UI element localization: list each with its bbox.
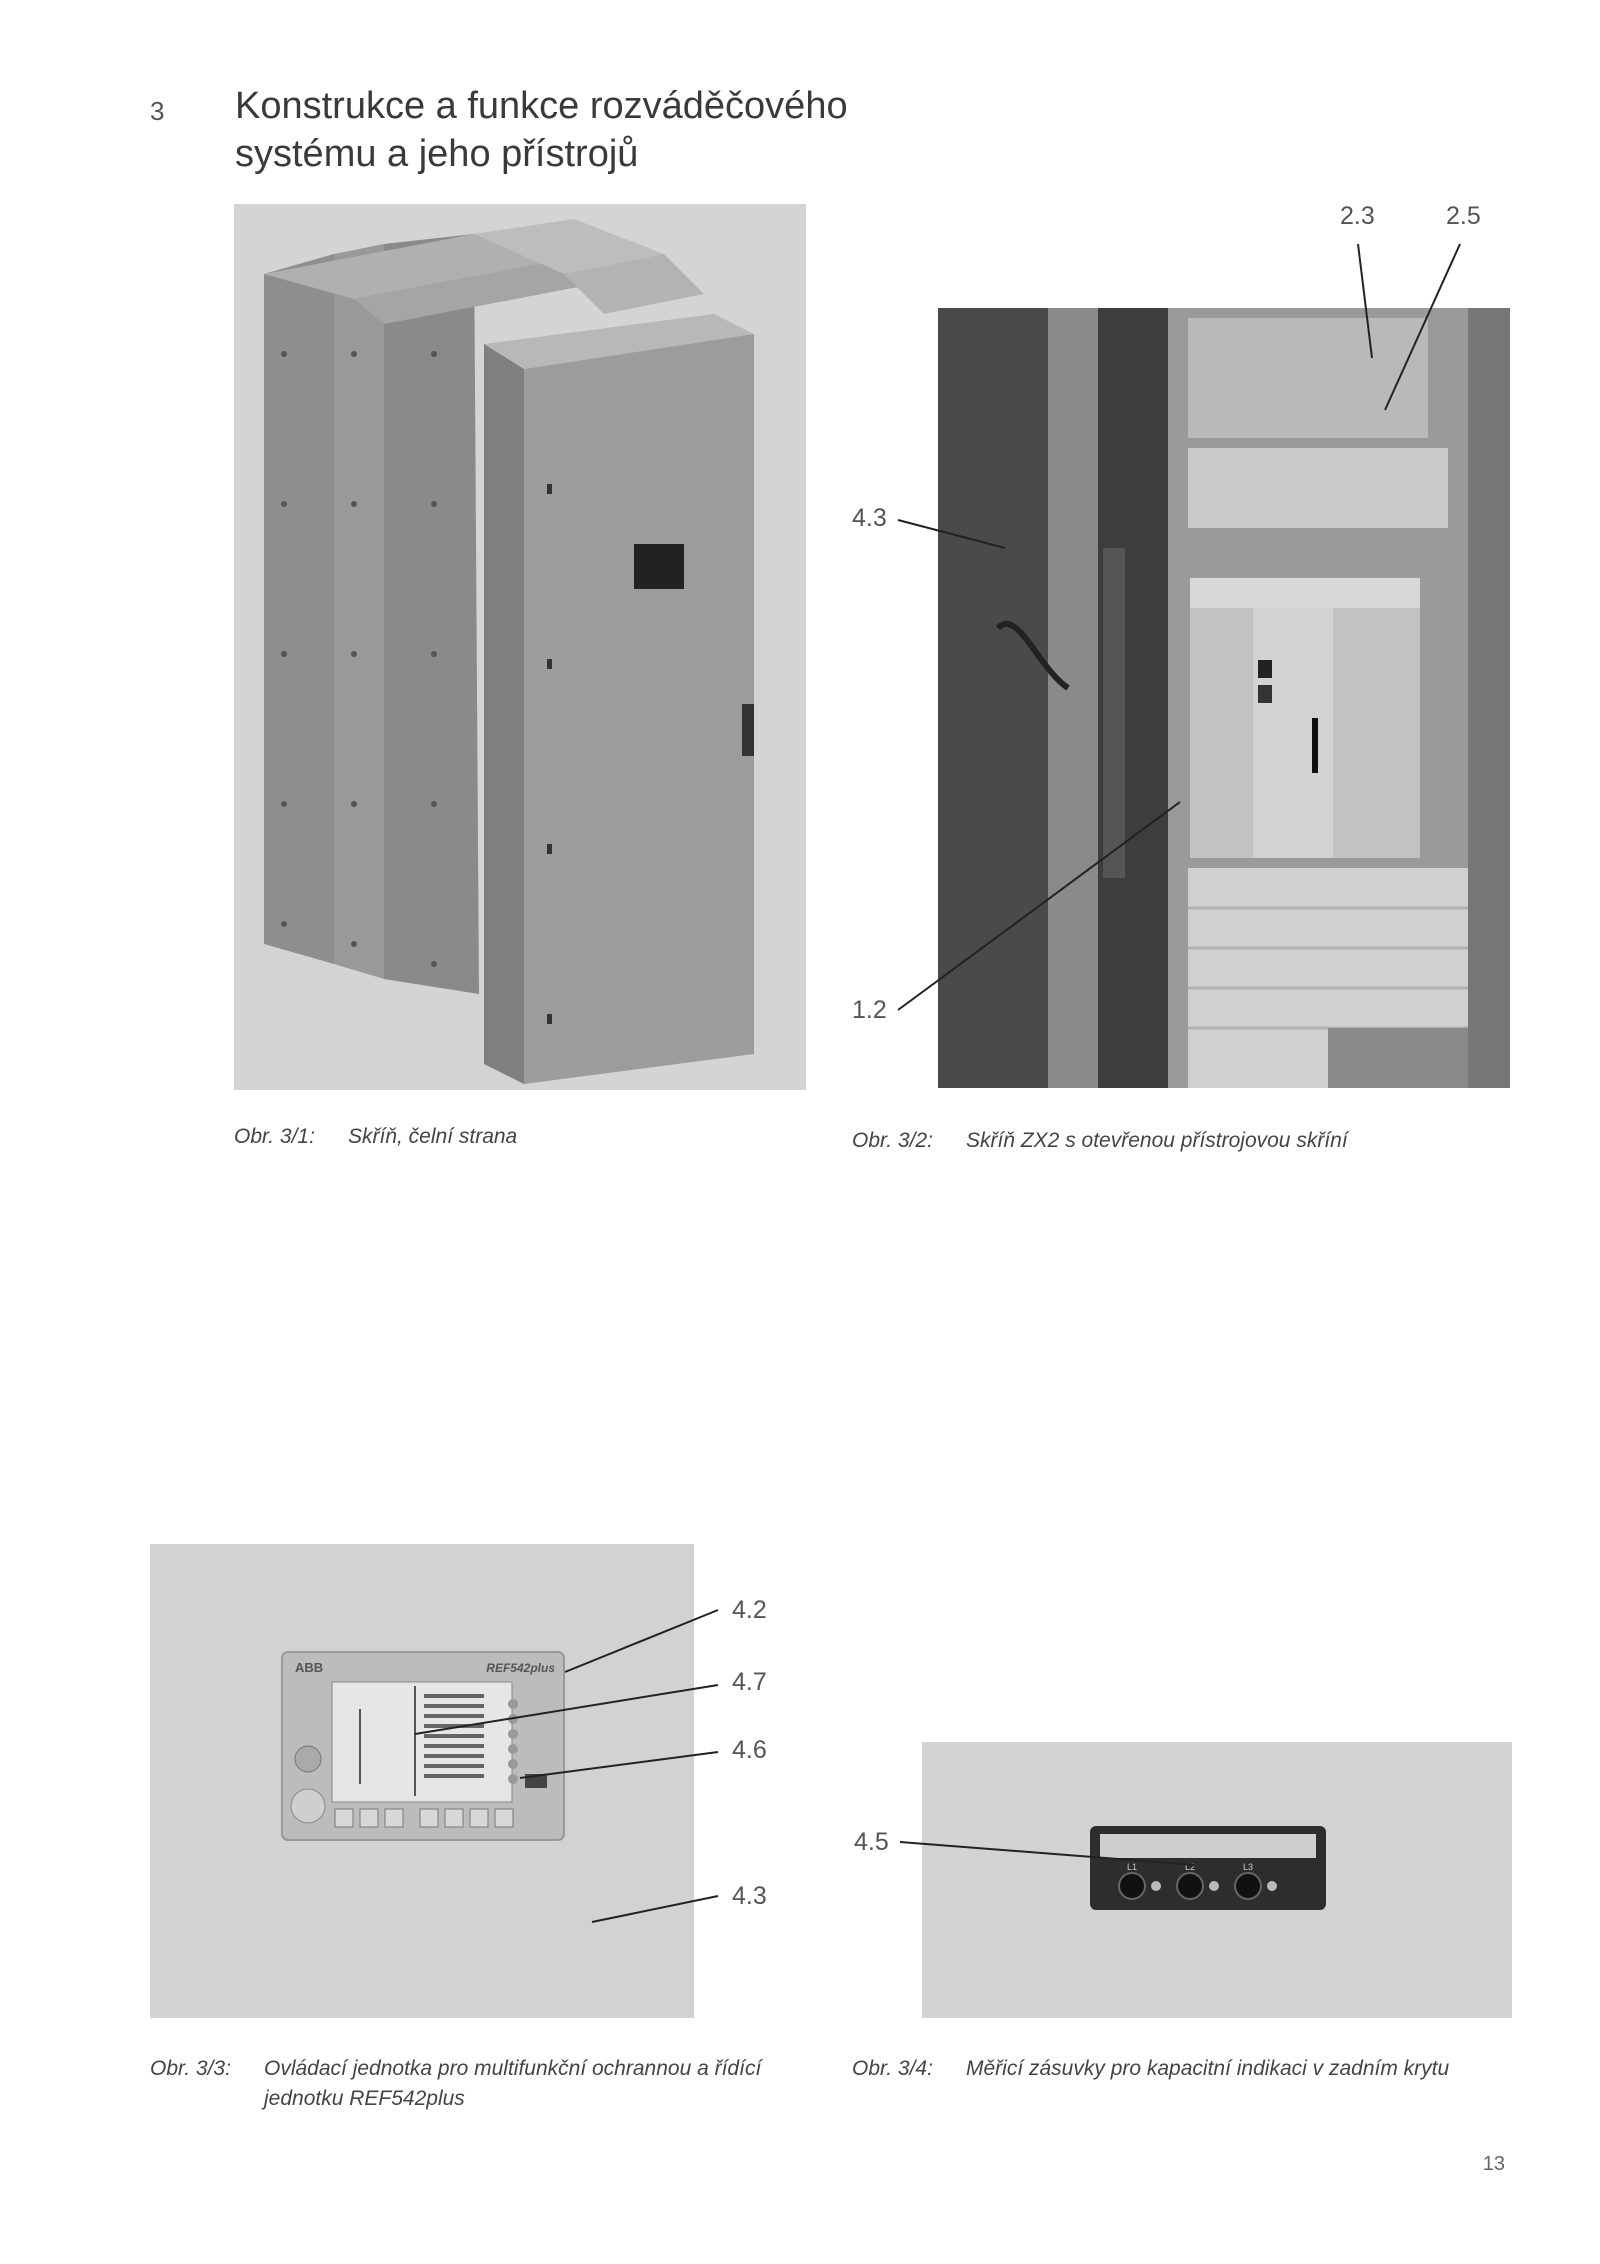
page-title-line-1: Konstrukce a funkce rozváděčového — [235, 85, 848, 127]
section-number: 3 — [150, 96, 165, 126]
figure-3-2-caption: Obr. 3/2: Skříň ZX2 s otevřenou přístroj… — [852, 1126, 1512, 1156]
device-brand: ABB — [295, 1660, 323, 1675]
callout-4-2: 4.2 — [732, 1596, 767, 1624]
callout-4-3-fig3: 4.3 — [732, 1882, 767, 1910]
figure-3-2-image — [938, 308, 1510, 1088]
figure-3-2-label: Obr. 3/2: — [852, 1129, 933, 1152]
figure-3-1-label: Obr. 3/1: — [234, 1125, 315, 1148]
page-title-line-2: systému a jeho přístrojů — [235, 133, 639, 175]
figure-3-3-image: ABB REF542plus — [150, 1544, 694, 2018]
figure-3-3-caption-line-2: jednotku REF542plus — [264, 2087, 465, 2110]
figure-3-2-caption-text: Skříň ZX2 s otevřenou přístrojovou skřín… — [966, 1129, 1348, 1152]
callout-4-3-fig2: 4.3 — [852, 504, 887, 532]
figure-3-3-caption: Obr. 3/3: Ovládací jednotka pro multifun… — [150, 2054, 790, 2118]
figure-3-4-label: Obr. 3/4: — [852, 2057, 933, 2080]
device-model: REF542plus — [486, 1661, 555, 1675]
callout-4-5: 4.5 — [854, 1828, 889, 1856]
figure-3-3-caption-line-1: Ovládací jednotka pro multifunkční ochra… — [264, 2057, 762, 2080]
page-number: 13 — [1482, 2153, 1505, 2175]
callout-2-5: 2.5 — [1446, 202, 1481, 230]
callout-4-7: 4.7 — [732, 1668, 767, 1696]
figure-3-4-caption: Obr. 3/4: Měřicí zásuvky pro kapacitní i… — [852, 2054, 1542, 2084]
figure-3-3-label: Obr. 3/3: — [150, 2057, 231, 2080]
socket-l1-label: L1 — [1127, 1862, 1137, 1872]
callout-2-3: 2.3 — [1340, 202, 1375, 230]
figure-3-1-caption-text: Skříň, čelní strana — [348, 1125, 518, 1148]
callout-4-6: 4.6 — [732, 1736, 767, 1764]
callout-1-2: 1.2 — [852, 996, 887, 1024]
page-title: Konstrukce a funkce rozváděčového systém… — [235, 82, 848, 178]
figure-3-1-image — [234, 204, 806, 1090]
figure-3-1-caption: Obr. 3/1: Skříň, čelní strana — [234, 1122, 794, 1152]
figure-3-4-image: L1 L2 L3 — [922, 1742, 1512, 2018]
socket-l2-label: L2 — [1185, 1862, 1195, 1872]
socket-l3-label: L3 — [1243, 1862, 1253, 1872]
figure-3-4-caption-text: Měřicí zásuvky pro kapacitní indikaci v … — [966, 2057, 1450, 2080]
